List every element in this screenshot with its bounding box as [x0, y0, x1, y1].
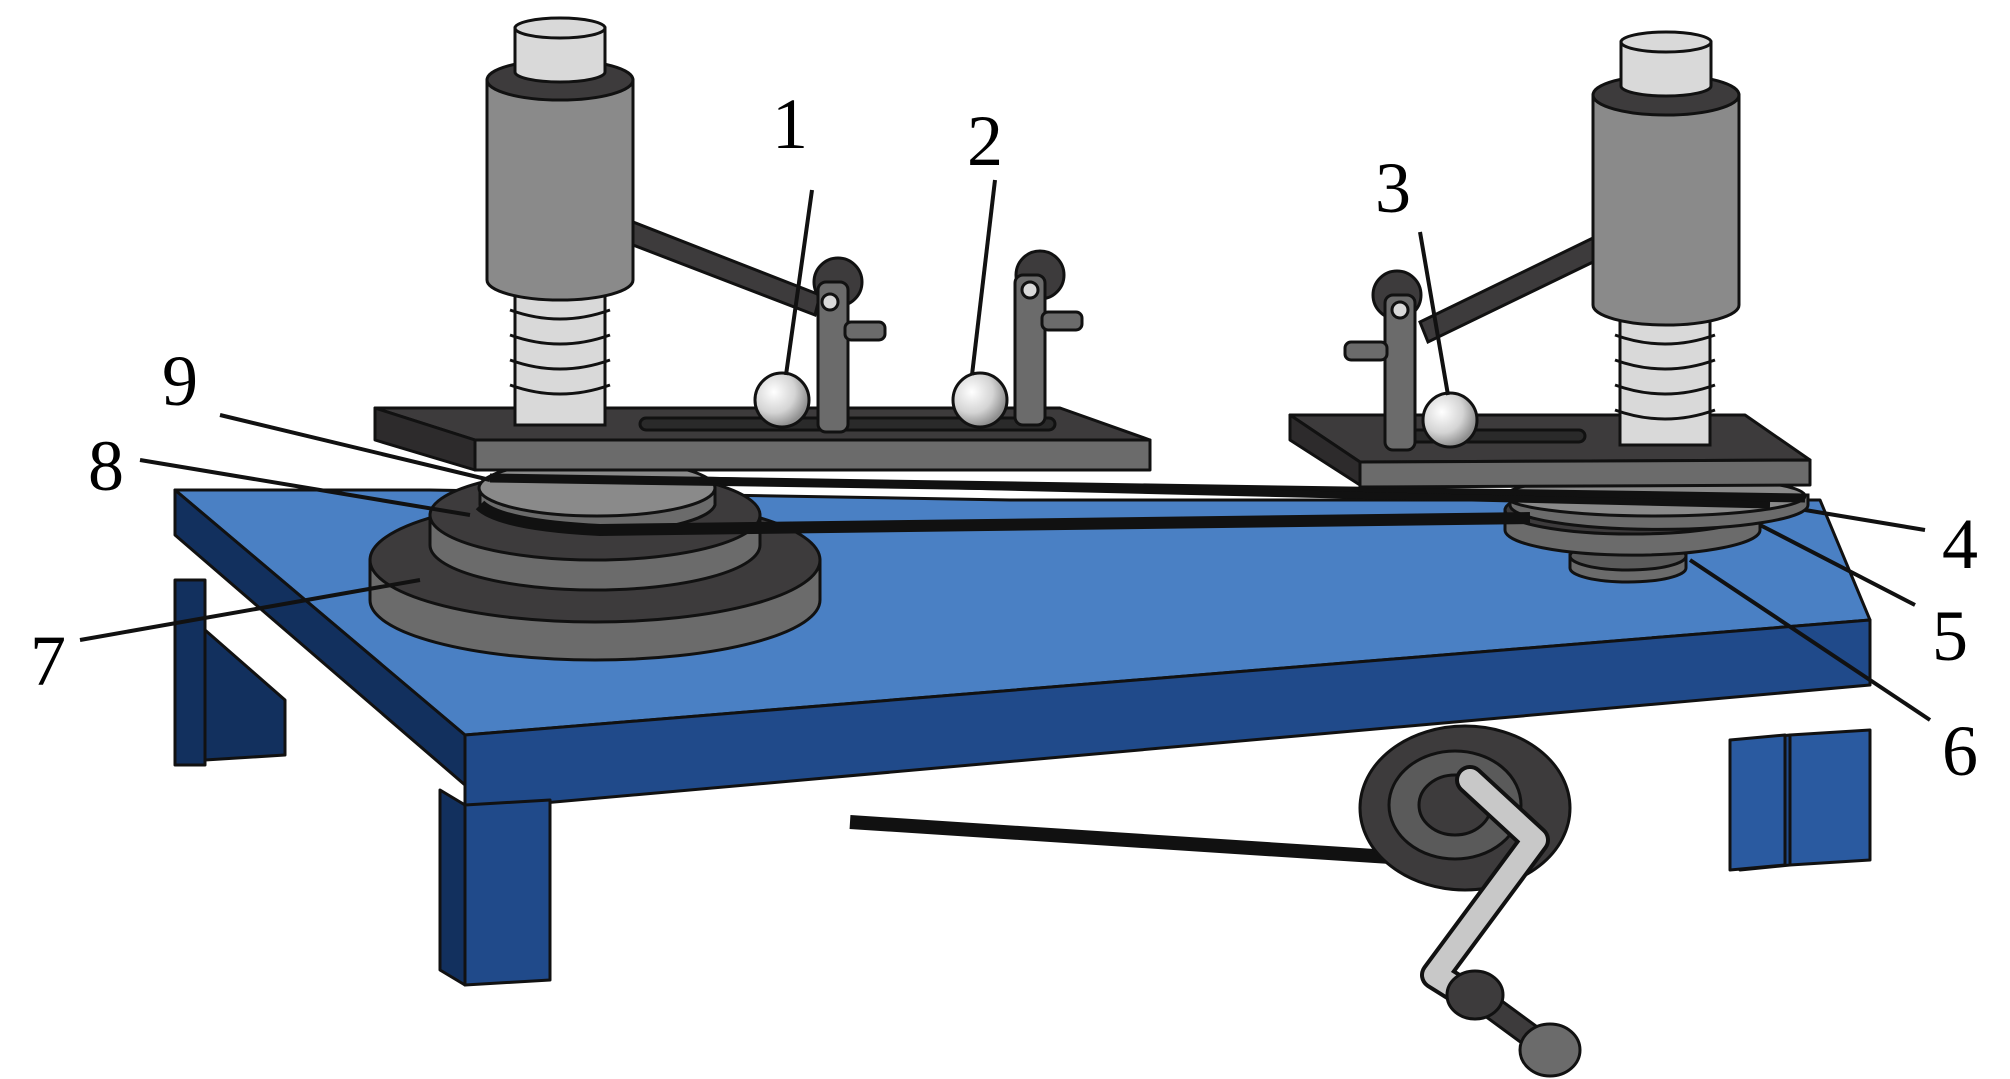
leader-line-6	[1688, 558, 1932, 722]
table-leg-back-left	[173, 578, 207, 767]
lower-belt	[849, 815, 1406, 865]
leader-line-5	[1759, 523, 1916, 607]
table-leg-front-left	[438, 788, 467, 987]
leader-line-7	[79, 578, 421, 642]
table-front	[463, 618, 1872, 812]
label-7: 7	[30, 621, 66, 701]
lever-middle	[1013, 249, 1084, 427]
leader-line-9	[219, 413, 491, 482]
upper-belts	[475, 473, 1806, 537]
label-6: 6	[1942, 711, 1978, 791]
label-2: 2	[967, 101, 1003, 181]
right-spring	[1618, 313, 1712, 447]
label-1: 1	[772, 84, 808, 164]
ball-3	[1421, 391, 1479, 449]
ball-1	[753, 371, 811, 429]
label-8: 8	[88, 426, 124, 506]
label-4: 4	[1942, 504, 1978, 584]
label-3: 3	[1375, 148, 1411, 228]
right-spring-assembly	[1418, 30, 1741, 447]
leader-line-1	[784, 189, 814, 376]
leader-lines	[79, 179, 1932, 722]
label-9: 9	[162, 341, 198, 421]
table-leg-front-right	[1728, 733, 1787, 872]
left-arm	[631, 219, 822, 318]
leader-line-4	[1804, 508, 1926, 532]
ball-2	[951, 371, 1009, 429]
right-arm	[1418, 235, 1595, 345]
crank-mechanism	[849, 724, 1582, 1078]
leader-line-3	[1418, 231, 1450, 396]
leader-line-2	[970, 179, 997, 376]
left-spring	[513, 288, 607, 427]
label-5: 5	[1932, 596, 1968, 676]
leader-line-8	[139, 458, 471, 517]
crank-handle	[1445, 969, 1582, 1078]
lever-right	[1343, 269, 1423, 452]
right-platform	[1288, 413, 1812, 489]
left-spring-assembly	[485, 16, 822, 427]
lever-left	[812, 256, 887, 434]
